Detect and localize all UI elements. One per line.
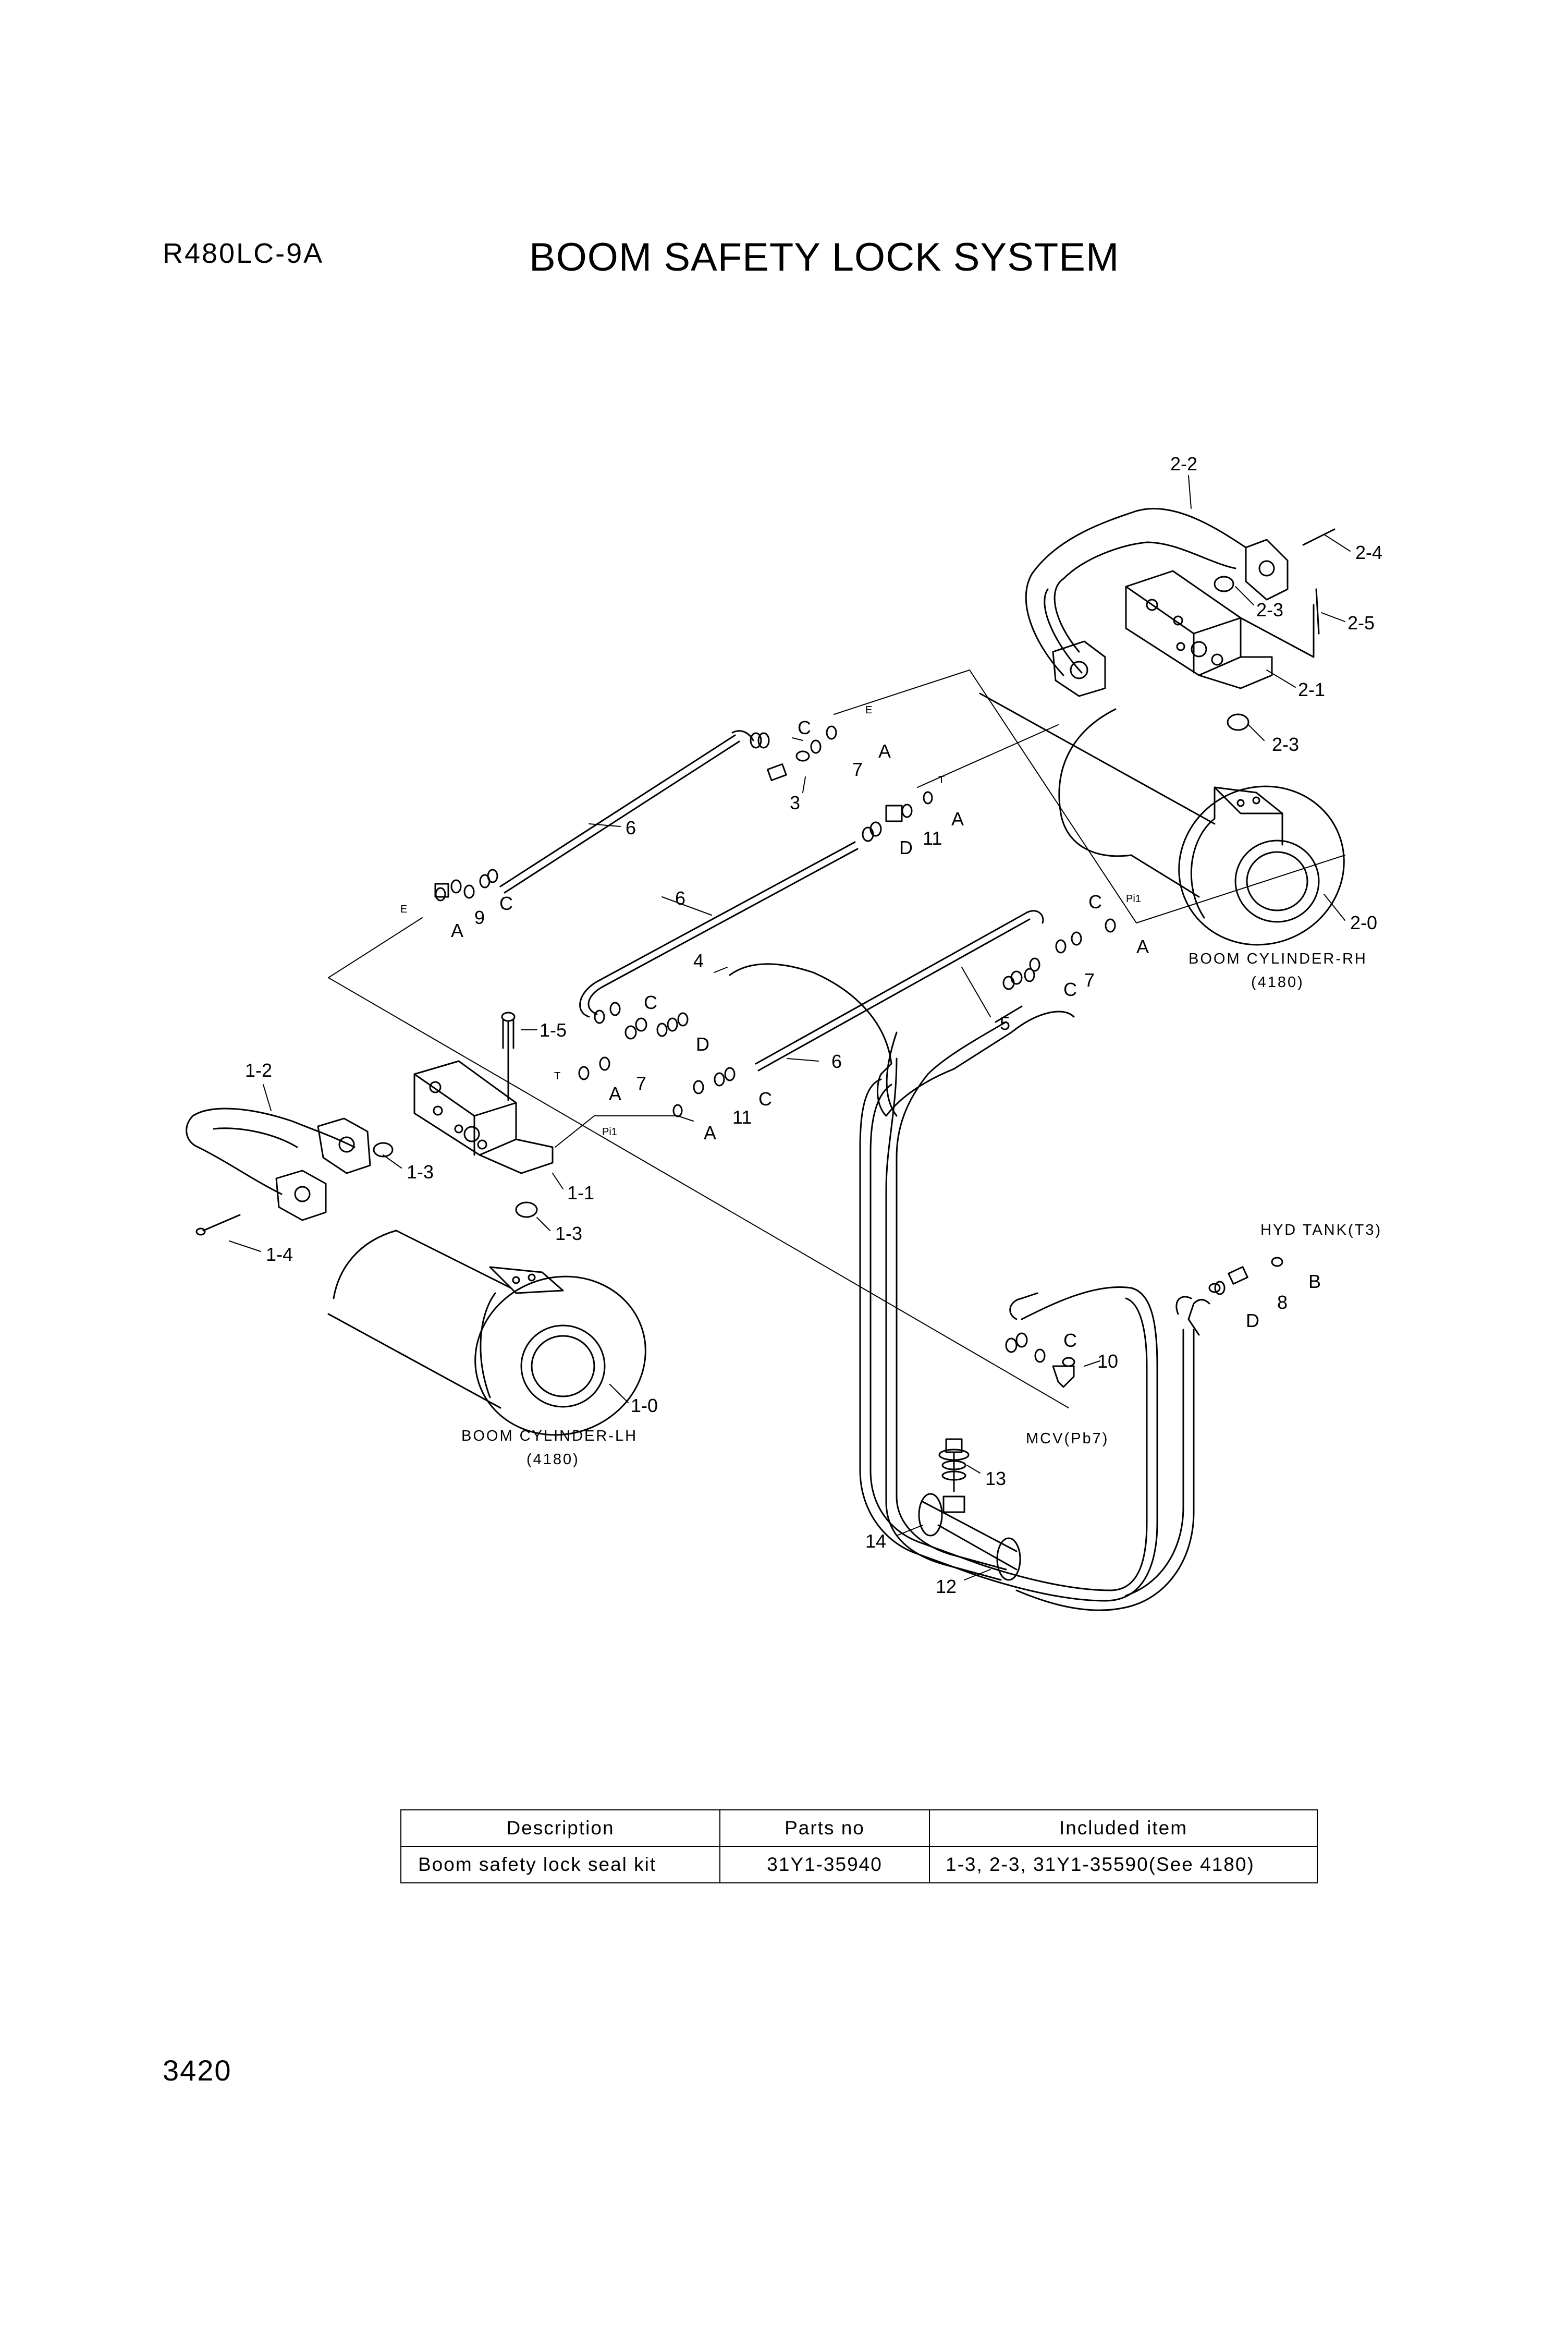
label-c: C	[1063, 979, 1077, 1000]
boom-cylinder-lh-ref: (4180)	[526, 1451, 580, 1468]
label-6: 6	[626, 817, 636, 838]
table-cell-parts-no: 31Y1-35940	[719, 1846, 930, 1883]
label-1-3: 1-3	[407, 1161, 434, 1183]
label-6: 6	[675, 887, 685, 909]
label-pi1: Pi1	[602, 1126, 617, 1138]
label-7: 7	[1084, 969, 1095, 991]
table-cell-description: Boom safety lock seal kit	[400, 1846, 720, 1883]
label-a: A	[878, 740, 891, 762]
label-7: 7	[852, 759, 863, 780]
label-6: 6	[831, 1051, 842, 1072]
label-14: 14	[865, 1530, 886, 1552]
label-12: 12	[936, 1576, 957, 1597]
clamp-parts	[918, 1438, 1021, 1581]
label-e: E	[400, 904, 407, 915]
leader-lines	[229, 475, 1351, 1580]
label-c: C	[1063, 1330, 1077, 1351]
label-2-4: 2-4	[1355, 542, 1382, 563]
label-7: 7	[636, 1073, 646, 1094]
label-hyd-tank: HYD TANK(T3)	[1260, 1222, 1382, 1238]
label-11: 11	[732, 1106, 752, 1128]
label-1-5: 1-5	[540, 1019, 567, 1041]
label-1-4: 1-4	[266, 1244, 293, 1265]
label-t: T	[554, 1070, 560, 1082]
column-header-included-item: Included item	[929, 1809, 1318, 1847]
label-9: 9	[474, 907, 485, 928]
column-header-description: Description	[400, 1809, 720, 1847]
label-mcv: MCV(Pb7)	[1026, 1430, 1109, 1447]
boom-cylinder-lh-name: BOOM CYLINDER-LH	[461, 1428, 638, 1444]
label-13: 13	[985, 1468, 1006, 1489]
label-c: C	[1088, 891, 1102, 913]
label-a: A	[1136, 936, 1149, 957]
label-d: D	[899, 837, 913, 858]
hose-loop-rh	[1025, 508, 1336, 731]
hose-6-lower	[755, 910, 1044, 1072]
label-1-2: 1-2	[245, 1060, 272, 1081]
label-a: A	[951, 808, 964, 830]
label-2-3: 2-3	[1272, 734, 1299, 755]
boom-cylinder-rh	[979, 692, 1345, 946]
table-row: Boom safety lock seal kit 31Y1-35940 1-3…	[400, 1846, 1318, 1883]
label-c: C	[798, 717, 811, 738]
label-b: B	[1308, 1271, 1321, 1292]
label-11: 11	[923, 828, 942, 849]
valve-block-lh	[413, 1012, 554, 1218]
valve-block-rh	[1125, 570, 1315, 689]
label-c: C	[644, 992, 657, 1013]
hose-6-upper	[499, 730, 770, 894]
signal-lines	[328, 670, 1345, 1408]
label-3: 3	[790, 792, 800, 813]
label-1-0: 1-0	[631, 1395, 658, 1416]
column-header-parts-no: Parts no	[719, 1809, 930, 1847]
parts-table: Description Parts no Included item Boom …	[400, 1809, 1318, 1883]
label-pi1: Pi1	[1126, 893, 1141, 905]
boom-cylinder-lh	[327, 1230, 646, 1436]
label-5: 5	[1000, 1013, 1010, 1034]
label-d: D	[696, 1033, 709, 1055]
table-header-row: Description Parts no Included item	[400, 1809, 1318, 1847]
hose-6-middle	[579, 841, 859, 1018]
callout-labels: 2-2 2-4 2-3 2-5 2-1 2-3 2-0 C E A 7 3 T …	[245, 453, 1382, 1597]
label-a: A	[451, 920, 463, 941]
label-a: A	[609, 1083, 621, 1104]
label-2-5: 2-5	[1348, 612, 1375, 634]
label-c: C	[499, 893, 513, 914]
label-c: C	[758, 1088, 772, 1110]
label-1-3: 1-3	[555, 1223, 582, 1244]
label-t: T	[938, 774, 945, 786]
label-2-2: 2-2	[1170, 453, 1197, 475]
page-title: BOOM SAFETY LOCK SYSTEM	[529, 235, 1120, 279]
label-d: D	[1246, 1310, 1259, 1331]
tank-line-fittings	[1009, 1257, 1283, 1388]
label-2-0: 2-0	[1350, 912, 1377, 933]
small-fittings	[434, 725, 1226, 1363]
table-cell-included-item: 1-3, 2-3, 31Y1-35590(See 4180)	[929, 1846, 1318, 1883]
model-number: R480LC-9A	[163, 238, 324, 269]
tube-bundle	[729, 963, 1210, 1611]
label-4: 4	[693, 950, 704, 971]
label-8: 8	[1277, 1292, 1288, 1313]
hose-loop-lh	[186, 1108, 394, 1236]
label-10: 10	[1097, 1350, 1118, 1372]
label-e: E	[865, 704, 872, 716]
label-2-1: 2-1	[1298, 679, 1325, 700]
label-a: A	[704, 1122, 716, 1143]
label-1-1: 1-1	[567, 1182, 594, 1203]
label-2-3: 2-3	[1256, 599, 1283, 620]
boom-cylinder-rh-ref: (4180)	[1251, 974, 1304, 991]
boom-cylinder-rh-name: BOOM CYLINDER-RH	[1189, 951, 1367, 967]
page-number: 3420	[163, 2054, 232, 2087]
